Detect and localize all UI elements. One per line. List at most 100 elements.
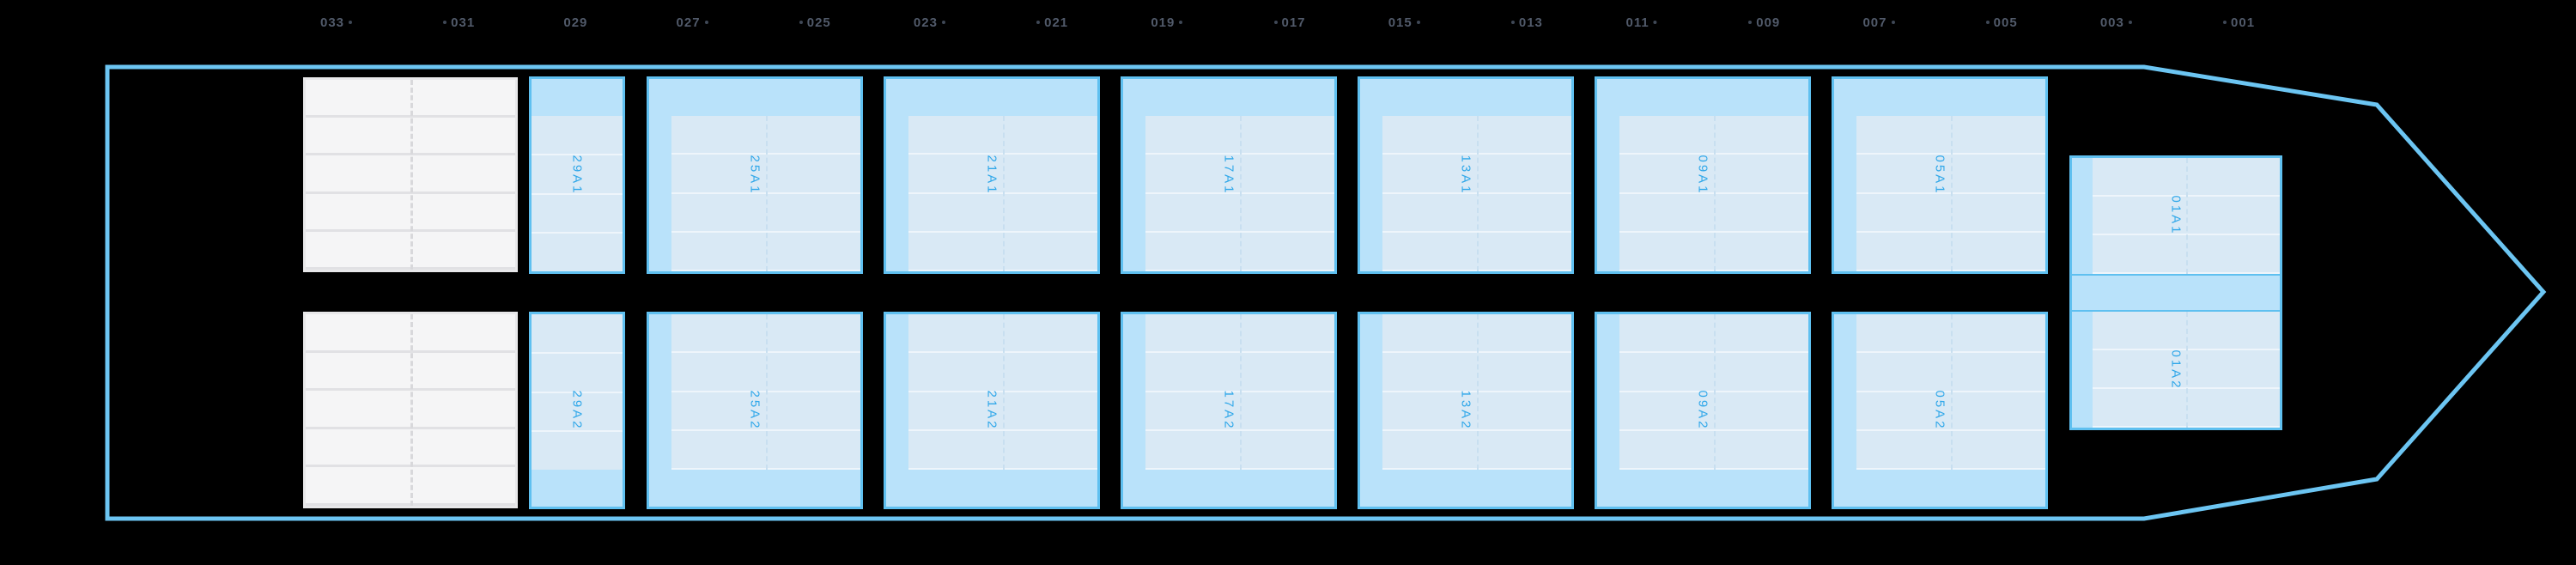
bay-divider-dashed <box>1714 116 1716 271</box>
tick-dot <box>704 21 708 24</box>
section-label: 29A1 <box>569 155 585 196</box>
section-slot-grid <box>1145 116 1334 271</box>
slot-row <box>532 195 623 234</box>
section-slot-grid <box>532 314 623 470</box>
bay-divider-dashed <box>766 116 768 271</box>
section-label: 05A2 <box>1932 390 1947 431</box>
bay-number-label: 023 <box>913 15 938 30</box>
bay-divider-dashed <box>2186 312 2188 428</box>
bay-number-027: 027 <box>677 14 713 33</box>
bay-number-025: 025 <box>795 14 831 33</box>
bay-number-label: 009 <box>1756 15 1781 30</box>
section-label: 13A1 <box>1458 155 1473 196</box>
tick-dot <box>1273 21 1278 24</box>
slot-row <box>532 234 623 271</box>
section-slot-grid <box>908 116 1097 271</box>
bay-number-label: 001 <box>2231 15 2256 30</box>
bay-number-label: 017 <box>1281 15 1306 30</box>
slot-row <box>532 116 623 155</box>
slot-row <box>532 155 623 195</box>
bay-divider-dashed <box>1477 116 1479 271</box>
section-label: 05A1 <box>1932 155 1947 196</box>
section-05A1[interactable]: 05A1 <box>1832 76 2048 274</box>
bay-divider-dashed <box>2186 158 2188 274</box>
section-slot-grid <box>1382 314 1571 470</box>
hull-polygon <box>105 64 2547 521</box>
bay-number-011: 011 <box>1625 14 1661 33</box>
bay-number-023: 023 <box>914 14 950 33</box>
aft-grid-port[interactable] <box>303 77 518 272</box>
bay-number-label: 011 <box>1625 15 1649 30</box>
section-label: 25A1 <box>747 155 762 196</box>
section-slot-grid <box>671 116 860 271</box>
bay-number-label: 007 <box>1862 15 1887 30</box>
bay-divider-dashed <box>1240 116 1242 271</box>
section-25A2[interactable]: 25A2 <box>647 312 863 509</box>
section-29A2[interactable]: 29A2 <box>529 312 625 509</box>
bay-divider-dashed <box>1477 314 1479 470</box>
bay-number-029: 029 <box>563 14 587 33</box>
section-slot-grid <box>1382 116 1571 271</box>
section-21A2[interactable]: 21A2 <box>884 312 1100 509</box>
tick-dot <box>2223 21 2227 24</box>
section-slot-grid <box>1619 116 1808 271</box>
tick-dot <box>1179 21 1183 24</box>
tick-dot <box>1510 21 1515 24</box>
bay-divider-dashed <box>766 314 768 470</box>
bay-divider-dashed <box>410 80 413 270</box>
bay-number-003: 003 <box>2100 14 2136 33</box>
aft-grid-starboard[interactable] <box>303 312 518 508</box>
bay-number-017: 017 <box>1270 14 1306 33</box>
bay-number-label: 025 <box>806 15 831 30</box>
bay-divider-dashed <box>1003 116 1005 271</box>
section-label: 09A1 <box>1695 155 1710 196</box>
section-29A1[interactable]: 29A1 <box>529 76 625 274</box>
section-slot-grid <box>1856 116 2045 271</box>
bay-number-label: 019 <box>1151 15 1176 30</box>
bay-divider-dashed <box>1240 314 1242 470</box>
bay-number-label: 021 <box>1044 15 1069 30</box>
section-09A2[interactable]: 09A2 <box>1595 312 1811 509</box>
bay-number-021: 021 <box>1032 14 1068 33</box>
section-13A1[interactable]: 13A1 <box>1358 76 1574 274</box>
tick-dot <box>2128 21 2132 24</box>
section-05A2[interactable]: 05A2 <box>1832 312 2048 509</box>
section-17A1[interactable]: 17A1 <box>1121 76 1337 274</box>
tick-dot <box>349 21 353 24</box>
slot-row <box>532 354 623 393</box>
section-label: 01A1 <box>2168 195 2184 236</box>
bay-divider-dashed <box>1951 314 1953 470</box>
tick-dot <box>1036 21 1041 24</box>
bay-number-019: 019 <box>1151 14 1187 33</box>
slot-row <box>532 432 623 470</box>
section-21A1[interactable]: 21A1 <box>884 76 1100 274</box>
tick-dot <box>1891 21 1895 24</box>
bay-number-007: 007 <box>1862 14 1899 33</box>
slot-row <box>532 314 623 354</box>
bay-number-label: 029 <box>563 15 588 30</box>
section-label: 21A1 <box>984 155 999 196</box>
bay-number-label: 015 <box>1388 15 1413 30</box>
tick-dot <box>1416 21 1420 24</box>
bay-number-015: 015 <box>1388 14 1425 33</box>
bay-number-001: 001 <box>2219 14 2255 33</box>
bay-divider-dashed <box>1714 314 1716 470</box>
section-slot-grid <box>1145 314 1334 470</box>
bay-number-label: 013 <box>1518 15 1543 30</box>
bay-number-005: 005 <box>1982 14 2018 33</box>
section-slot-grid <box>671 314 860 470</box>
section-13A2[interactable]: 13A2 <box>1358 312 1574 509</box>
section-09A1[interactable]: 09A1 <box>1595 76 1811 274</box>
section-slot-grid <box>908 314 1097 470</box>
section-17A2[interactable]: 17A2 <box>1121 312 1337 509</box>
bay-divider-dashed <box>1951 116 1953 271</box>
section-slot-grid <box>2093 158 2280 274</box>
section-25A1[interactable]: 25A1 <box>647 76 863 274</box>
section-label: 21A2 <box>984 390 999 431</box>
bay-number-label: 033 <box>319 15 345 30</box>
bay-number-013: 013 <box>1507 14 1543 33</box>
section-slot-grid <box>532 116 623 271</box>
